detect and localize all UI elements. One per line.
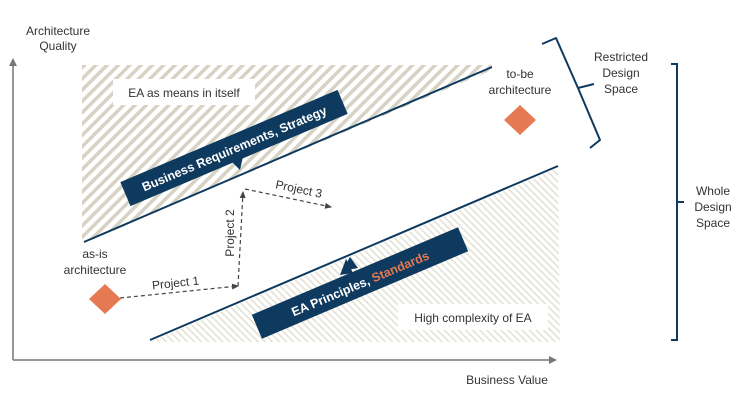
restricted-label-line3: Space (604, 82, 638, 96)
restricted-brace (541, 37, 601, 149)
y-axis-label-line2: Quality (39, 39, 76, 53)
up-arrow-head-icon (342, 257, 358, 271)
whole-label-line3: Space (696, 216, 730, 230)
lower-boundary-line (149, 165, 559, 341)
restricted-label-line1: Restricted (594, 50, 648, 64)
project-1-path (119, 283, 239, 299)
to-be-label-line1: to-be (506, 67, 534, 81)
whole-label-line1: Whole (696, 184, 730, 198)
y-axis-label-line1: Architecture (26, 24, 90, 38)
restricted-label-line2: Design (602, 66, 639, 80)
lower-region-hatch (150, 168, 560, 342)
as-is-architecture-marker (89, 284, 121, 314)
whole-brace (671, 63, 684, 341)
project-2-label: Project 2 (223, 209, 237, 257)
whole-label-line2: Design (694, 200, 731, 214)
down-arrow-icon (228, 152, 244, 170)
svg-text:EA as means in itself: EA as means in itself (128, 86, 240, 100)
svg-text:High complexity of EA: High complexity of EA (414, 311, 531, 325)
to-be-architecture-marker (504, 105, 536, 135)
as-is-label-line2: architecture (64, 263, 127, 277)
project-1-label: Project 1 (151, 274, 200, 293)
project-3-path (244, 188, 332, 209)
lower-region-label: High complexity of EA (398, 304, 548, 330)
as-is-label-line1: as-is (82, 247, 107, 261)
upper-region-label: EA as means in itself (113, 79, 255, 105)
project-2-path (237, 191, 246, 287)
upper-boundary-line (83, 66, 493, 243)
to-be-label-line2: architecture (489, 83, 552, 97)
project-3-label: Project 3 (274, 177, 324, 201)
x-axis-label: Business Value (466, 373, 548, 387)
